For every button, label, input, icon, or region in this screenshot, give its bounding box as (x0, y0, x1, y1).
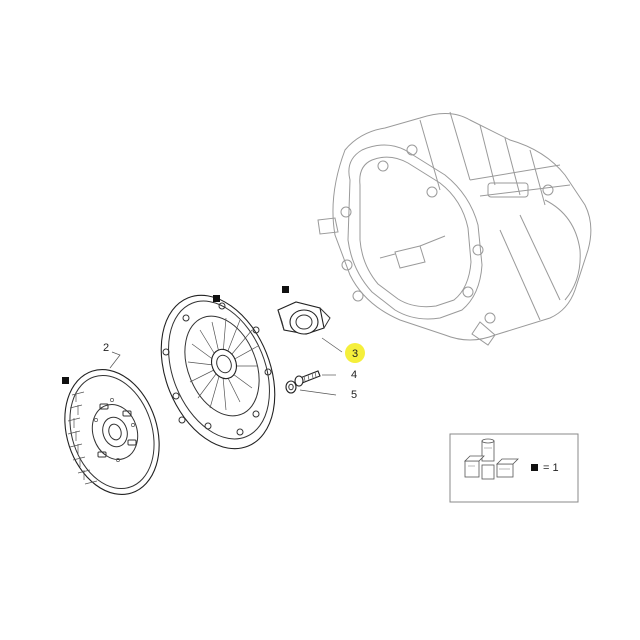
gearbox-bell-housing (317, 111, 592, 346)
callout-3-highlight (345, 343, 365, 363)
release-bearing[interactable] (277, 301, 331, 335)
legend-equals-text: = 1 (543, 462, 559, 474)
kit-marker-square (62, 377, 69, 384)
callout-4[interactable]: 4 (351, 369, 357, 381)
callout-5[interactable]: 5 (351, 389, 357, 401)
washer[interactable] (285, 380, 297, 394)
bolt[interactable] (294, 370, 321, 387)
parts-kit-icon (464, 438, 519, 480)
legend-marker-square (531, 464, 538, 471)
callout-3[interactable]: 3 (352, 348, 358, 360)
clutch-disc[interactable] (49, 357, 174, 507)
clutch-pressure-plate[interactable] (140, 278, 296, 465)
kit-marker-square (213, 295, 220, 302)
kit-marker-square (282, 286, 289, 293)
kit-legend: = 1 (449, 433, 579, 503)
callout-2[interactable]: 2 (103, 342, 109, 354)
callout-leaders (109, 337, 343, 396)
